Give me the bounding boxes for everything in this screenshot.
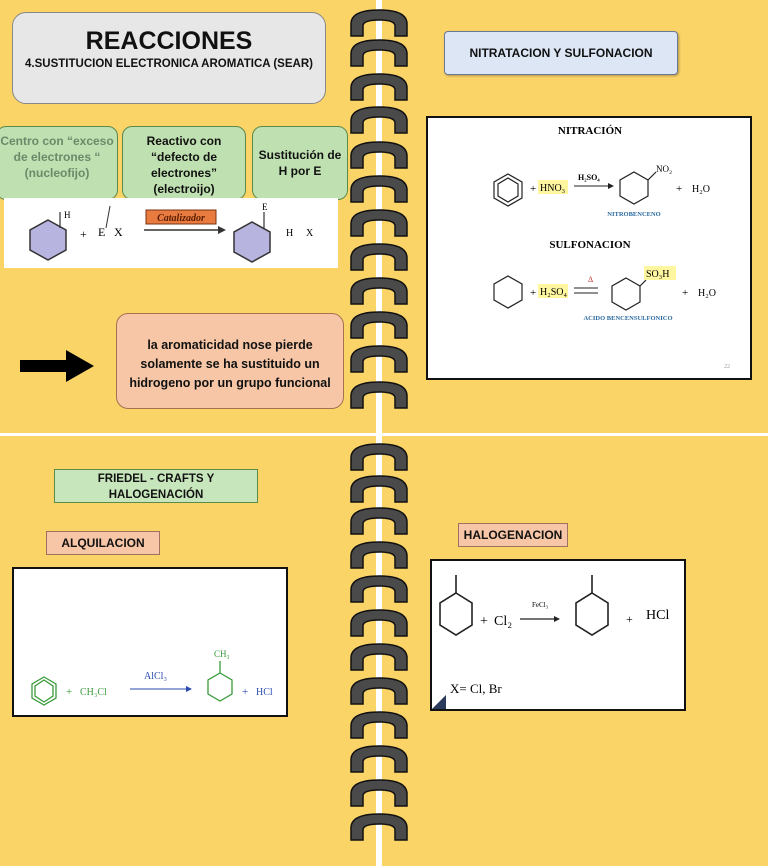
spiral-ring-icon — [350, 643, 408, 671]
spine-line — [376, 0, 382, 866]
spiral-ring-icon — [350, 39, 408, 67]
spiral-ring-icon — [350, 813, 408, 841]
benzene-reactant-icon — [29, 212, 67, 261]
svg-text:+: + — [242, 686, 248, 698]
spiral-ring-icon — [350, 345, 408, 373]
spiral-ring-icon — [350, 209, 408, 237]
svg-text:+: + — [66, 686, 72, 698]
sulfonic-group: SO₃H — [646, 269, 670, 280]
benzene-halogenation-icon — [439, 575, 473, 636]
svg-text:+: + — [530, 183, 536, 195]
h-label: H — [64, 210, 71, 220]
nitration-reagent: HNO₃ — [540, 183, 565, 194]
nitration-title: NITRACIÓN — [558, 125, 622, 137]
nitration-catalyst: H₂SO₄ — [578, 173, 600, 182]
general-reaction-panel: H + E X Catalizador E H X — [4, 198, 338, 268]
svg-text:+: + — [676, 183, 682, 195]
toluene-icon — [207, 661, 233, 702]
halogenation-panel: + Cl₂ FeCl₃ + HCl X= Cl, Br — [430, 559, 686, 711]
spiral-ring-icon — [350, 443, 408, 471]
halogenation-label: HALOGENACION — [458, 523, 568, 547]
spiral-ring-icon — [350, 711, 408, 739]
svg-text:+: + — [626, 612, 633, 626]
spiral-ring-icon — [350, 106, 408, 134]
methyl-group: CH₃ — [214, 649, 230, 659]
alkylation-label: ALQUILACION — [46, 531, 160, 555]
delta-symbol: Δ — [588, 275, 593, 284]
spiral-ring-icon — [350, 507, 408, 535]
spiral-ring-icon — [350, 311, 408, 339]
nitrobenzene-name: NITROBENCENO — [607, 211, 660, 218]
spiral-ring-icon — [350, 541, 408, 569]
friedel-crafts-label: FRIEDEL - CRAFTS Y HALOGENACIÓN — [54, 469, 258, 503]
alkylation-byproduct: HCl — [256, 687, 273, 698]
svg-text:+: + — [682, 287, 688, 299]
product-e-label: E — [262, 202, 268, 212]
halobenzene-icon — [575, 575, 609, 636]
plus-sign: + — [80, 227, 87, 241]
alkylation-catalyst: AlCl₃ — [144, 671, 167, 682]
product-x-label: X — [306, 228, 314, 239]
benzene-nitration-icon — [493, 173, 523, 207]
plus-sign-halo: + — [480, 614, 488, 629]
spiral-ring-icon — [350, 381, 408, 409]
title-card: REACCIONES 4.SUSTITUCION ELECTRONICA ARO… — [12, 12, 326, 104]
nitration-label: NITRATACION Y SULFONACION — [444, 31, 678, 75]
spiral-ring-icon — [350, 73, 408, 101]
halogen-note: X= Cl, Br — [450, 681, 502, 696]
nitration-byproduct: H₂O — [692, 184, 710, 195]
slide-page-number: 22 — [724, 364, 730, 370]
spiral-ring-icon — [350, 575, 408, 603]
nucleophile-box: Centro con “exceso de electrones “ (nucl… — [0, 126, 118, 200]
e-label: E — [98, 225, 105, 239]
spiral-ring-icon — [350, 243, 408, 271]
electrophile-box: Reactivo con “defecto de electrones” (el… — [122, 126, 246, 200]
alkylation-reagent: CH₃Cl — [80, 687, 107, 698]
catalyst-label: Catalizador — [157, 213, 205, 224]
spiral-ring-icon — [350, 475, 408, 503]
spiral-ring-icon — [350, 745, 408, 773]
product-h-label: H — [286, 228, 293, 239]
substitution-box: Sustitución de H por E — [252, 126, 348, 200]
nitrobenzene-icon — [619, 171, 657, 205]
svg-text:+: + — [530, 287, 536, 299]
sulfonic-acid-name: ACIDO BENCENSULFONICO — [583, 315, 672, 322]
horizontal-divider — [0, 433, 768, 436]
sulfonation-byproduct: H₂O — [698, 288, 716, 299]
benzene-product-icon — [233, 212, 271, 263]
spiral-ring-icon — [350, 141, 408, 169]
spiral-ring-icon — [350, 677, 408, 705]
page-subtitle: 4.SUSTITUCION ELECTRONICA AROMATICA (SEA… — [25, 58, 313, 70]
page-title: REACCIONES — [85, 27, 253, 55]
nitro-group: NO₂ — [656, 164, 672, 174]
right-arrow-icon — [20, 350, 94, 382]
sulfonation-reagent: H₂SO₄ — [540, 287, 567, 298]
alkylation-panel: + CH₃Cl AlCl₃ CH₃ + HCl — [12, 567, 288, 717]
x-label: X — [114, 225, 123, 239]
aromaticity-note: la aromaticidad nose pierde solamente se… — [116, 313, 344, 409]
spiral-ring-icon — [350, 779, 408, 807]
spiral-ring-icon — [350, 9, 408, 37]
halogenation-catalyst: FeCl₃ — [532, 601, 549, 609]
halogenation-byproduct: HCl — [646, 608, 669, 623]
spiral-ring-icon — [350, 175, 408, 203]
spiral-ring-icon — [350, 609, 408, 637]
benzenesulfonic-acid-icon — [611, 277, 647, 311]
spiral-ring-icon — [350, 277, 408, 305]
nitration-panel: NITRACIÓN + HNO₃ H₂SO₄ NO₂ NITROBENCENO … — [426, 116, 752, 380]
benzene-sulfonation-icon — [493, 275, 523, 309]
benzene-alkylation-icon — [31, 676, 57, 706]
sulfonation-title: SULFONACION — [549, 239, 630, 251]
halogenation-reagent: Cl₂ — [494, 614, 512, 629]
